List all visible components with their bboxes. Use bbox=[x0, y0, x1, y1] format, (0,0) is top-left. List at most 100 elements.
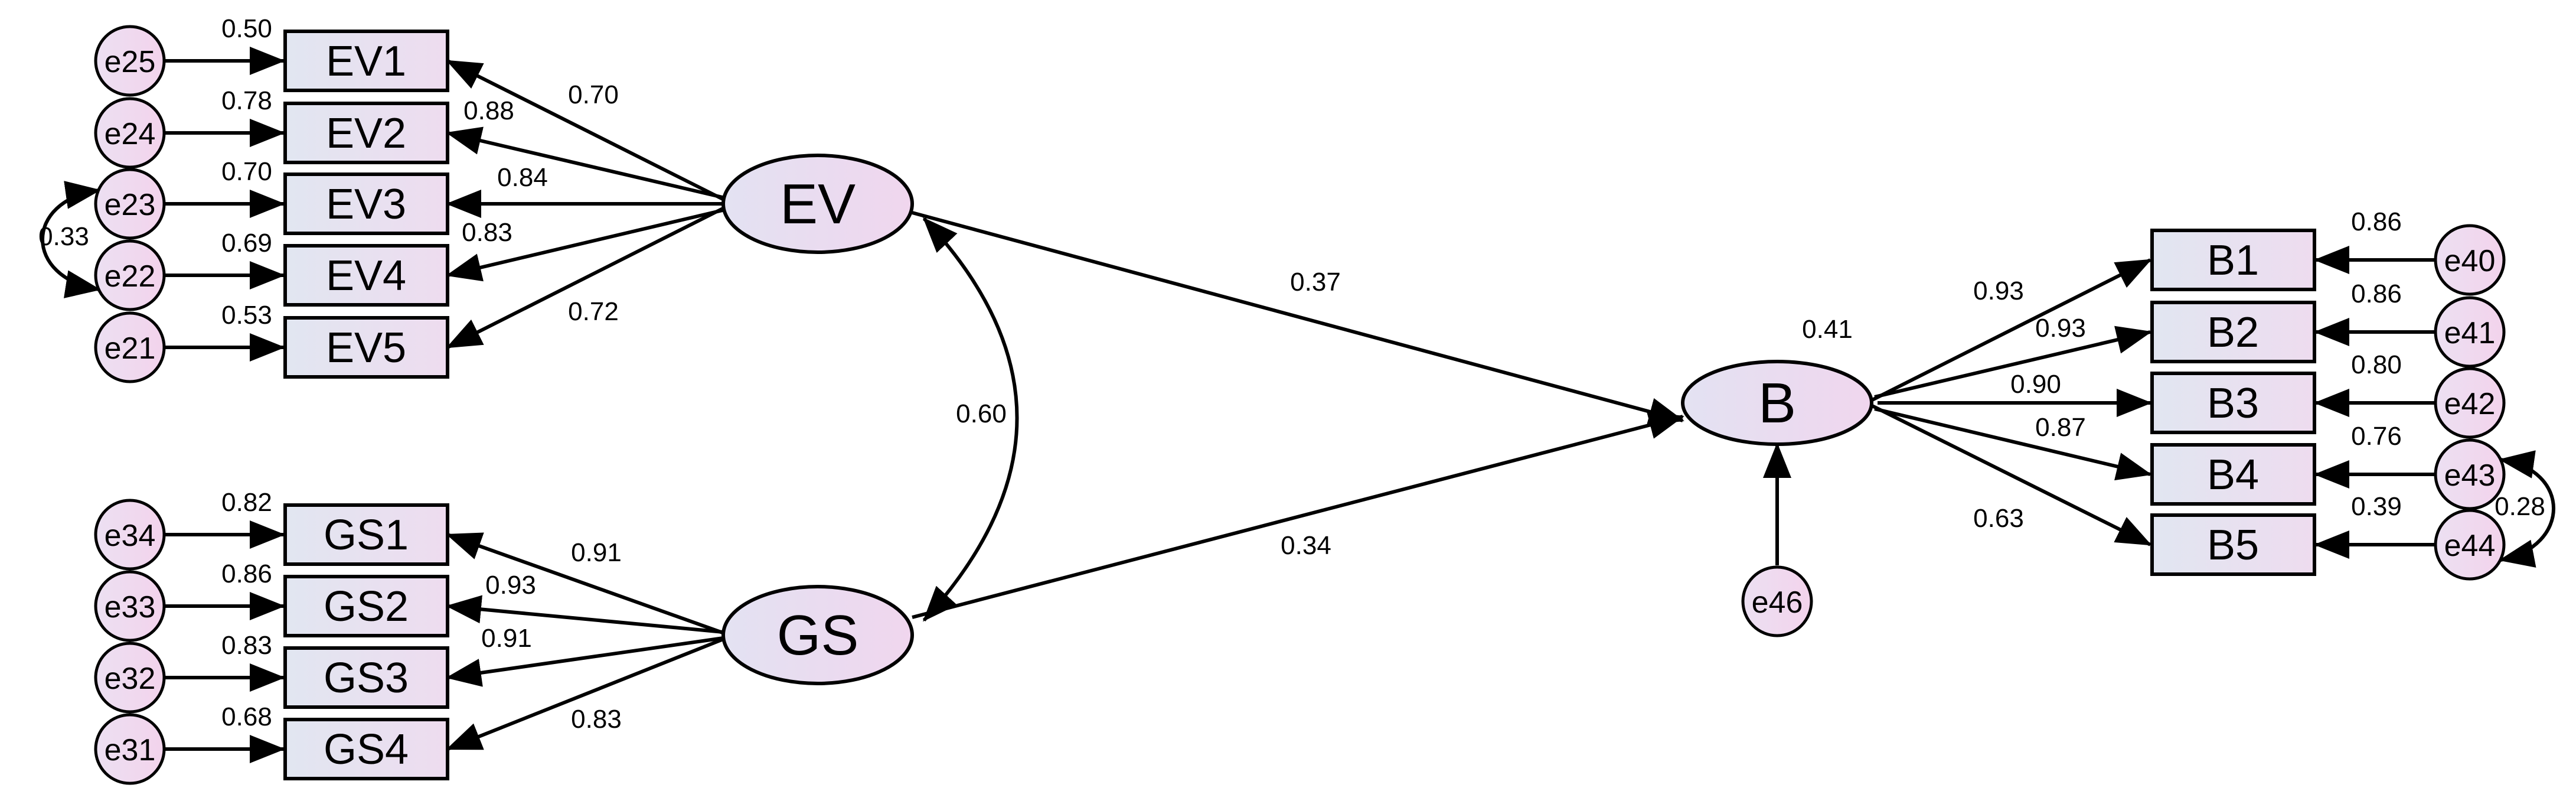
latent-label-b: B bbox=[1758, 372, 1796, 435]
loading-arrow-ev5 bbox=[446, 202, 733, 349]
error-label-e33: e33 bbox=[105, 590, 156, 624]
loading-label-b4: 0.87 bbox=[2035, 413, 2086, 442]
indicator-box-b5 bbox=[2150, 513, 2316, 576]
error-label-e41: e41 bbox=[2444, 316, 2496, 350]
loading-arrow-gs4 bbox=[446, 635, 730, 751]
latent-node-b bbox=[1681, 360, 1873, 446]
indicator-box-ev4 bbox=[283, 244, 449, 307]
error-label-e40: e40 bbox=[2444, 244, 2496, 278]
loading-label-ev3: 0.84 bbox=[497, 163, 548, 192]
error-node-e33 bbox=[94, 570, 166, 642]
error-label-e32: e32 bbox=[105, 662, 156, 696]
indicator-box-b3 bbox=[2150, 372, 2316, 434]
error-label-e21: e21 bbox=[105, 331, 156, 366]
indicator-label-b5: B5 bbox=[2207, 522, 2259, 569]
r2-label-b3: 0.80 bbox=[2351, 350, 2402, 379]
error-label-e25: e25 bbox=[105, 45, 156, 79]
indicator-label-ev3: EV3 bbox=[326, 181, 406, 228]
error-node-e40 bbox=[2434, 224, 2506, 296]
loading-label-ev2: 0.88 bbox=[463, 96, 514, 125]
loading-arrow-b1 bbox=[1867, 258, 2152, 403]
error-node-e44 bbox=[2434, 509, 2506, 581]
loading-arrow-gs3 bbox=[446, 636, 724, 687]
indicator-label-b3: B3 bbox=[2207, 380, 2259, 427]
loading-arrow-gs2 bbox=[446, 595, 724, 634]
latent-node-ev bbox=[721, 154, 914, 254]
indicator-label-gs3: GS3 bbox=[324, 655, 409, 702]
r2-label-ev2: 0.78 bbox=[221, 86, 272, 115]
path-label-gs-b: 0.34 bbox=[1281, 531, 1331, 560]
error-node-e46 bbox=[1741, 565, 1813, 637]
indicator-label-gs4: GS4 bbox=[324, 726, 409, 773]
r2-label-ev4: 0.69 bbox=[221, 229, 272, 258]
loading-label-ev4: 0.83 bbox=[462, 218, 512, 247]
error-node-e25 bbox=[94, 25, 166, 97]
latent-label-gs: GS bbox=[777, 604, 859, 667]
r2-label-gs3: 0.83 bbox=[221, 631, 272, 660]
loading-arrow-b5 bbox=[1867, 402, 2152, 546]
indicator-box-ev3 bbox=[283, 172, 449, 235]
loading-arrow-b4 bbox=[1874, 407, 2152, 481]
error-label-e22: e22 bbox=[105, 259, 156, 294]
indicator-label-b1: B1 bbox=[2207, 237, 2259, 284]
error-node-e32 bbox=[94, 642, 166, 714]
latent-node-gs bbox=[721, 585, 914, 685]
r2-label-gs2: 0.86 bbox=[221, 559, 272, 588]
indicator-box-ev2 bbox=[283, 102, 449, 164]
error-node-e43 bbox=[2434, 438, 2506, 510]
error-node-e31 bbox=[94, 713, 166, 785]
error-label-e34: e34 bbox=[105, 519, 156, 553]
error-node-e42 bbox=[2434, 367, 2506, 439]
covariance-label-e23-e22: 0.33 bbox=[38, 222, 89, 251]
indicator-box-b4 bbox=[2150, 443, 2316, 506]
r2-label-b5: 0.39 bbox=[2351, 492, 2402, 521]
indicator-label-b4: B4 bbox=[2207, 451, 2259, 499]
indicator-box-gs4 bbox=[283, 718, 449, 780]
r2-label-b2: 0.86 bbox=[2351, 279, 2402, 308]
error-node-e41 bbox=[2434, 296, 2506, 368]
error-node-e21 bbox=[94, 311, 166, 383]
covariance-arrow-e43-e44 bbox=[2499, 450, 2555, 568]
indicator-label-ev5: EV5 bbox=[326, 324, 406, 372]
covariance-arrow-ev-gs bbox=[922, 217, 1019, 622]
indicator-box-ev1 bbox=[283, 30, 449, 92]
error-label-e31: e31 bbox=[105, 733, 156, 767]
indicator-box-ev5 bbox=[283, 316, 449, 379]
loading-arrow-b2 bbox=[1874, 325, 2152, 399]
indicator-box-gs1 bbox=[283, 503, 449, 566]
loading-label-ev1: 0.70 bbox=[568, 80, 619, 109]
path-arrow-gs-b bbox=[912, 411, 1684, 619]
r2-label-gs1: 0.82 bbox=[221, 488, 272, 517]
loading-arrow-gs1 bbox=[446, 532, 730, 637]
r2-label-b4: 0.76 bbox=[2351, 422, 2402, 451]
error-label-e23: e23 bbox=[105, 188, 156, 222]
error-node-e34 bbox=[94, 499, 166, 571]
r2-label-ev1: 0.50 bbox=[221, 14, 272, 43]
error-label-e44: e44 bbox=[2444, 529, 2496, 563]
covariance-label-e43-e44: 0.28 bbox=[2495, 492, 2545, 521]
loading-label-b3: 0.90 bbox=[2010, 370, 2061, 399]
loading-label-gs4: 0.83 bbox=[571, 705, 622, 734]
error-node-e22 bbox=[94, 239, 166, 311]
loading-label-b5: 0.63 bbox=[1973, 504, 2024, 533]
covariance-arrow-e23-e22 bbox=[41, 181, 101, 298]
r2-label-ev3: 0.70 bbox=[221, 157, 272, 186]
covariance-label-ev-gs: 0.60 bbox=[956, 399, 1007, 428]
indicator-box-b2 bbox=[2150, 301, 2316, 363]
loading-arrow-ev1 bbox=[446, 59, 733, 206]
error-label-e24: e24 bbox=[105, 117, 156, 151]
indicator-label-gs2: GS2 bbox=[324, 583, 409, 630]
loading-label-gs1: 0.91 bbox=[571, 538, 622, 567]
indicator-label-ev2: EV2 bbox=[326, 110, 406, 157]
indicator-label-b2: B2 bbox=[2207, 309, 2259, 356]
error-node-e24 bbox=[94, 97, 166, 169]
path-arrow-ev-b bbox=[912, 211, 1684, 426]
r2-label-b: 0.41 bbox=[1802, 315, 1853, 344]
r2-label-ev5: 0.53 bbox=[221, 301, 272, 330]
error-label-e46: e46 bbox=[1752, 585, 1803, 620]
loading-arrow-ev4 bbox=[446, 208, 726, 282]
indicator-box-gs3 bbox=[283, 646, 449, 709]
indicator-label-ev4: EV4 bbox=[326, 252, 406, 300]
indicator-label-gs1: GS1 bbox=[324, 512, 409, 559]
